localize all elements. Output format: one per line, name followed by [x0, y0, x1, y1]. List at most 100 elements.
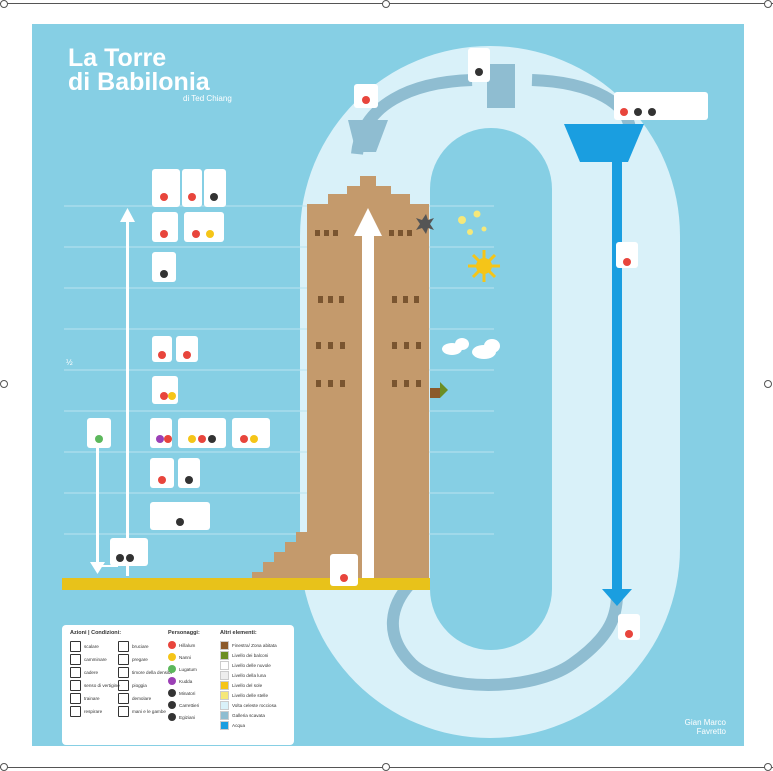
legend-other-item: Finestra/ Zona abitata [220, 641, 277, 650]
legend-other-item: Livello delle nuvole [220, 661, 271, 670]
pull-icon [70, 693, 81, 704]
frame-handle-mid-right[interactable] [764, 380, 772, 388]
poster-subtitle: di Ted Chiang [183, 94, 232, 103]
legend-action-item: scalare [70, 641, 99, 652]
legend-condition-item: mani e le gambe [118, 706, 166, 717]
legend-other-item: Livello delle stelle [220, 691, 268, 700]
half-height-marker: ½ [66, 358, 73, 367]
element-swatch-icon [220, 711, 229, 720]
legend-action-item: senso di vertigine [70, 680, 120, 691]
legend-actions-title: Azioni | Condizioni: [70, 630, 122, 636]
legend-character-item: Minatori [168, 689, 195, 697]
legend-condition-item: bruciare [118, 641, 149, 652]
legend-character-item: Lugatum [168, 665, 197, 673]
tunnel-arrow-head-left [348, 120, 388, 152]
frame-handle-bottom-left[interactable] [0, 763, 8, 771]
water-channel [612, 140, 622, 600]
tower-ascent-arrow [362, 236, 374, 580]
poster-title: La Torre di Babilonia [68, 44, 210, 96]
legend-action-item-label: cadere [84, 670, 99, 675]
left-descent-arrow [96, 444, 99, 564]
legend-character-item: Carrettieri [168, 701, 199, 709]
tower [245, 176, 429, 580]
frame-handle-top-center[interactable] [382, 0, 390, 8]
legend-action-item: camminare [70, 654, 107, 665]
sun-icon [118, 641, 129, 652]
element-swatch-icon [220, 681, 229, 690]
element-swatch-icon [220, 721, 229, 730]
fall-icon [70, 667, 81, 678]
rain-icon [118, 680, 129, 691]
legend-action-item: cadere [70, 667, 98, 678]
character-dot-icon [168, 665, 176, 673]
poster: La Torre di Babilonia di Ted Chiang ½ Gi… [32, 24, 744, 746]
legend-action-item-label: scalare [84, 644, 99, 649]
walk-icon [70, 654, 81, 665]
poster-illustration [62, 46, 708, 738]
character-dot-icon [168, 713, 176, 721]
legend-other-item: Volta celeste rocciosa [220, 701, 276, 710]
character-dots [95, 68, 656, 638]
vertigo-icon [70, 680, 81, 691]
legend-other-item-label: Livello dei balconi [232, 653, 269, 658]
character-dot-icon [168, 677, 176, 685]
legend-other-title: Altri elementi: [220, 630, 257, 636]
legend-characters-title: Personaggi: [168, 630, 200, 636]
element-swatch-icon [220, 641, 229, 650]
legend-other-item: Livello della luna [220, 671, 266, 680]
author-credit-line1: Gian Marco [684, 718, 726, 727]
tower-ascent-arrow-head [354, 208, 382, 236]
legend-character-item-label: Lugatum [179, 666, 197, 672]
tower-windows [315, 230, 421, 387]
legend-condition-item-label: pregare [132, 657, 148, 662]
stars-icon [458, 210, 487, 235]
sun-icon [468, 250, 500, 282]
legend-other-item: Galleria scavata [220, 711, 265, 720]
character-dot-icon [168, 641, 176, 649]
climb-icon [70, 641, 81, 652]
clouds-icon [442, 338, 500, 359]
legend-condition-item-label: bruciare [132, 644, 149, 649]
legend-character-item-label: Minatori [179, 690, 196, 696]
legend-character-item: Hillalum [168, 641, 195, 649]
legend-character-item-label: Carrettieri [179, 702, 200, 708]
legend-character-item: Kudda [168, 677, 192, 685]
frame-handle-top-right[interactable] [764, 0, 772, 8]
legend-action-item: trainare [70, 693, 100, 704]
legend-other-item-label: Galleria scavata [232, 713, 265, 718]
ground-line [62, 578, 430, 590]
frame-handle-bottom-right[interactable] [764, 763, 772, 771]
tunnel-block-top [487, 64, 515, 108]
legend-other-item-label: Acqua [232, 723, 246, 728]
author-credit-line2: Favretto [696, 727, 726, 736]
balance-icon [70, 706, 81, 717]
legend-action-item: respirare [70, 706, 102, 717]
legend-action-item-label: trainare [84, 696, 100, 701]
legend-condition-item: demolare [118, 693, 151, 704]
legend-condition-item-label: demolare [132, 696, 152, 701]
darkness-icon [118, 667, 129, 678]
water-arrow-head-down [602, 589, 632, 606]
mine-icon [118, 693, 129, 704]
poster-title-line1: La Torre [68, 44, 167, 72]
balcony-tree-icon [430, 382, 448, 398]
poster-title-line2: di Babilonia [68, 68, 210, 96]
water-arrow-top [564, 124, 644, 162]
frame-handle-bottom-center[interactable] [382, 763, 390, 771]
legend-other-item: Livello dei balconi [220, 651, 268, 660]
character-dot-icon [168, 701, 176, 709]
left-descent-arrow-head [90, 562, 105, 574]
legend-box: Azioni | Condizioni: Personaggi: Altri e… [62, 625, 294, 745]
legend-other-item-label: Livello del sole [232, 683, 263, 688]
legend-condition-item-label: pioggia [132, 683, 147, 688]
left-ascent-arrow [126, 220, 129, 576]
frame-handle-top-left[interactable] [0, 0, 8, 8]
legend-action-item-label: camminare [84, 657, 107, 662]
author-credit: Gian Marco Favretto [685, 718, 726, 736]
legend-other-item-label: Livello delle nuvole [232, 663, 271, 668]
legend-condition-item-label: timore della densità [132, 670, 172, 675]
element-swatch-icon [220, 701, 229, 710]
element-swatch-icon [220, 671, 229, 680]
legend-other-item: Acqua [220, 721, 245, 730]
frame-handle-mid-left[interactable] [0, 380, 8, 388]
